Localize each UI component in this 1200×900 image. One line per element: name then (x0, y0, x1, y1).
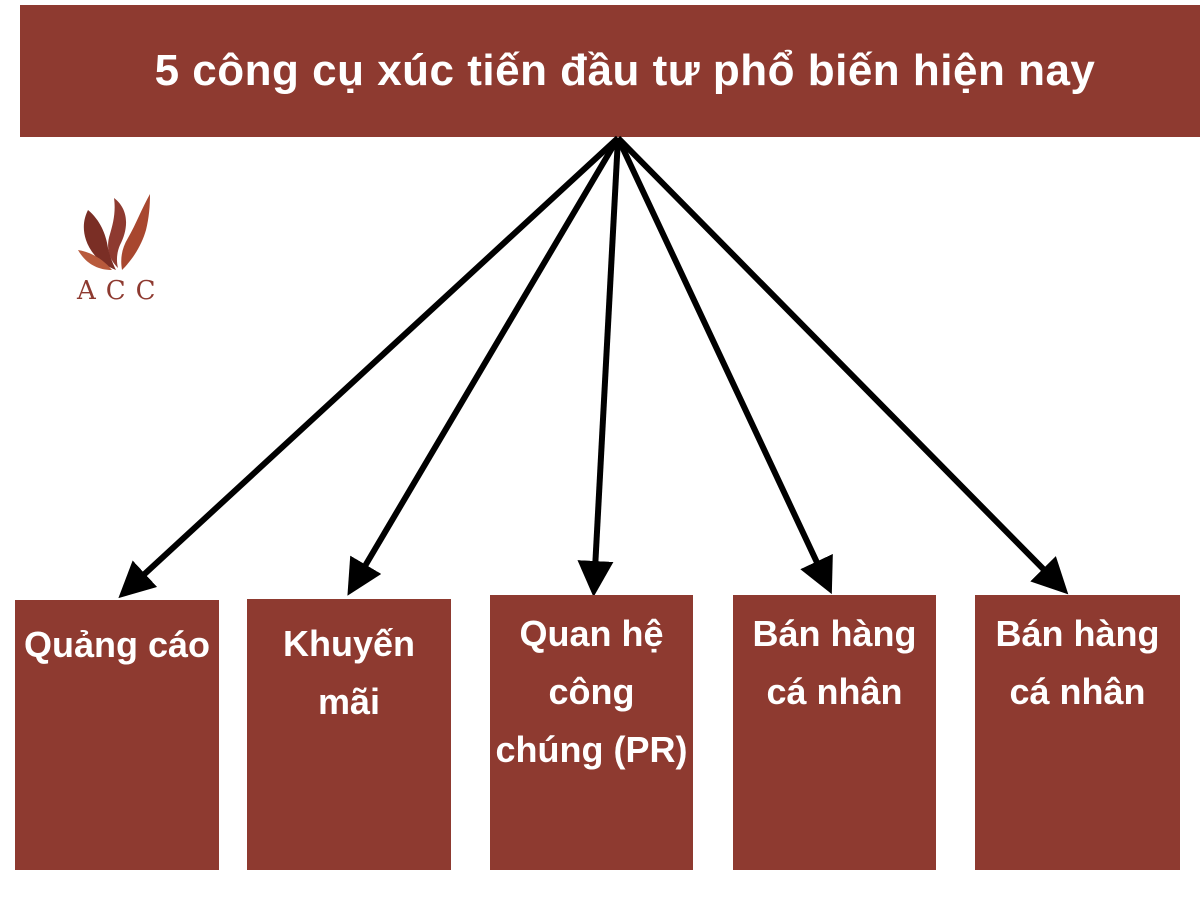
acc-logo: ACC (70, 190, 160, 310)
tool-box-quan-he-cong-chung: Quan hệ công chúng (PR) (490, 595, 693, 870)
tool-box-khuyen-mai: Khuyến mãi (247, 599, 451, 870)
arrow-to-ban-hang-1 (615, 136, 833, 595)
tool-label: Quan hệ công chúng (PR) (495, 613, 688, 770)
tool-label: Khuyến mãi (282, 623, 415, 722)
flame-icon (78, 194, 150, 270)
diagram-title: 5 công cụ xúc tiến đầu tư phổ biến hiện … (154, 46, 1096, 95)
arrow-to-quan-he-cong-chung (577, 137, 621, 597)
tool-box-quang-cao: Quảng cáo (15, 600, 219, 870)
tool-label: Quảng cáo (23, 624, 211, 665)
tool-label: Bán hàng cá nhân (752, 613, 917, 712)
arrow-to-quang-cao (118, 135, 621, 599)
tool-box-ban-hang-ca-nhan-2: Bán hàng cá nhân (975, 595, 1180, 870)
logo-text: ACC (77, 276, 166, 306)
tool-box-ban-hang-ca-nhan: Bán hàng cá nhân (733, 595, 936, 870)
title-banner: 5 công cụ xúc tiến đầu tư phổ biến hiện … (20, 5, 1200, 137)
arrow-to-ban-hang-2 (615, 135, 1069, 595)
tool-label: Bán hàng cá nhân (995, 613, 1160, 712)
arrow-to-khuyen-mai (347, 136, 621, 596)
